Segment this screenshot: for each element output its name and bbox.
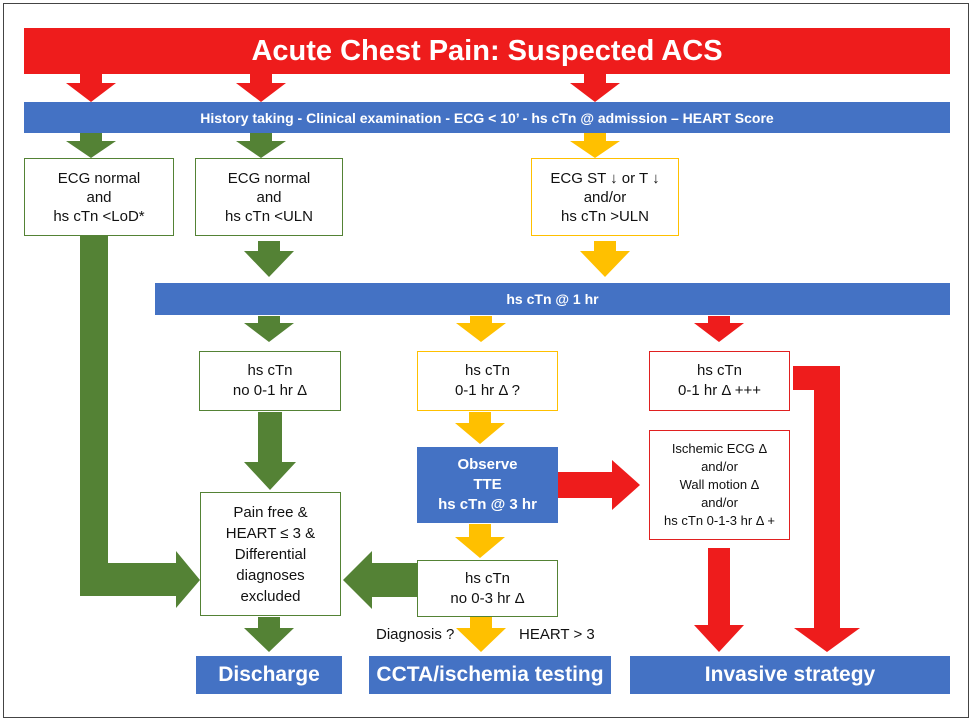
box-ischemic-line4: and/or — [701, 495, 738, 510]
box-lod-line3: hs cTn <LoD* — [53, 207, 145, 225]
arrow-red-title-2 — [236, 73, 286, 102]
box-delta-q-line2: 0-1 hr Δ ? — [454, 382, 521, 399]
box-ecg-normal-lod: ECG normal and hs cTn <LoD* — [24, 158, 174, 236]
box-no-delta-line1: hs cTn — [247, 362, 293, 379]
box-painfree-line1: Pain free & — [233, 503, 308, 521]
box-painfree-line3: Differential — [234, 545, 307, 563]
box-ischemic-line1: Ischemic ECG Δ — [671, 441, 768, 456]
box-uln-line2: and — [256, 188, 282, 206]
box-ischemic-line2: and/or — [701, 459, 738, 474]
box-painfree-line2: HEART ≤ 3 & — [225, 524, 316, 542]
box-st-line3: hs cTn >ULN — [561, 207, 649, 225]
box-lod-line2: and — [86, 188, 112, 206]
arrow-green-lod — [80, 236, 200, 608]
arrow-green-step1-1 — [66, 133, 116, 158]
box-ischemic-line5: hs cTn 0-1-3 hr Δ + — [664, 513, 775, 528]
outcome-discharge: Discharge — [196, 656, 342, 694]
box-delta-plus: hs cTn 0-1 hr Δ +++ — [649, 351, 790, 411]
arrow-yellow-step2 — [456, 316, 506, 342]
arrow-red-title-3 — [570, 73, 620, 102]
box-observe-line1: Observe — [457, 456, 518, 473]
box-ecg-normal-uln: ECG normal and hs cTn <ULN — [195, 158, 343, 236]
box-st-line2: and/or — [583, 188, 627, 206]
arrow-green-step2 — [244, 316, 294, 342]
arrow-yellow-step1 — [570, 133, 620, 158]
box-no3hr-line2: no 0-3 hr Δ — [450, 589, 525, 607]
arrow-red-step2 — [694, 316, 744, 342]
box-lod-line1: ECG normal — [57, 169, 141, 187]
arrow-green-uln — [244, 241, 294, 277]
arrow-yellow-deltaq — [455, 412, 505, 444]
step1-bar: History taking - Clinical examination - … — [24, 102, 950, 133]
box-delta-q-line1: hs cTn — [464, 362, 510, 379]
box-observe-line3: hs cTn @ 3 hr — [438, 496, 537, 513]
box-st-line1: ECG ST ↓ or T ↓ — [550, 169, 660, 187]
box-no-delta: hs cTn no 0-1 hr Δ — [199, 351, 341, 411]
box-no-3hr-delta: hs cTn no 0-3 hr Δ — [417, 560, 558, 617]
outcome-invasive: Invasive strategy — [630, 656, 950, 694]
box-observe: Observe TTE hs cTn @ 3 hr — [417, 447, 558, 523]
box-ischemic: Ischemic ECG Δ and/or Wall motion Δ and/… — [649, 430, 790, 540]
box-uln-line1: ECG normal — [227, 169, 311, 187]
diagram-frame — [3, 3, 969, 718]
box-ischemic-line3: Wall motion Δ — [679, 477, 760, 492]
box-painfree-line5: excluded — [240, 587, 301, 605]
box-painfree-line4: diagnoses — [236, 566, 305, 584]
arrow-green-painfree — [244, 617, 294, 652]
box-ecg-st: ECG ST ↓ or T ↓ and/or hs cTn >ULN — [531, 158, 679, 236]
box-delta-plus-line2: 0-1 hr Δ +++ — [678, 382, 761, 399]
arrow-green-no3hr — [343, 551, 417, 609]
arrow-green-nodelta — [244, 412, 296, 490]
box-observe-line2: TTE — [473, 476, 502, 493]
box-uln-line3: hs cTn <ULN — [225, 207, 313, 225]
box-no3hr-line1: hs cTn — [464, 569, 510, 587]
step2-bar: hs cTn @ 1 hr — [155, 283, 950, 315]
arrow-yellow-no3hr — [456, 617, 506, 652]
label-heart-gt3: HEART > 3 — [519, 626, 595, 643]
arrow-red-deltaplus — [793, 366, 860, 652]
outcome-ccta: CCTA/ischemia testing — [369, 656, 611, 694]
title-bar: Acute Chest Pain: Suspected ACS — [24, 28, 950, 74]
box-no-delta-line2: no 0-1 hr Δ — [232, 382, 308, 399]
arrow-yellow-st — [580, 241, 630, 277]
arrow-green-step1-2 — [236, 133, 286, 158]
box-delta-plus-line1: hs cTn — [696, 362, 742, 379]
label-diagnosis: Diagnosis ? — [376, 626, 455, 643]
arrow-yellow-observe — [455, 524, 505, 558]
box-delta-question: hs cTn 0-1 hr Δ ? — [417, 351, 558, 411]
arrow-red-observe — [557, 460, 640, 510]
box-pain-free: Pain free & HEART ≤ 3 & Differential dia… — [200, 492, 341, 616]
arrow-red-title-1 — [66, 73, 116, 102]
arrow-red-ischemic — [694, 548, 744, 652]
